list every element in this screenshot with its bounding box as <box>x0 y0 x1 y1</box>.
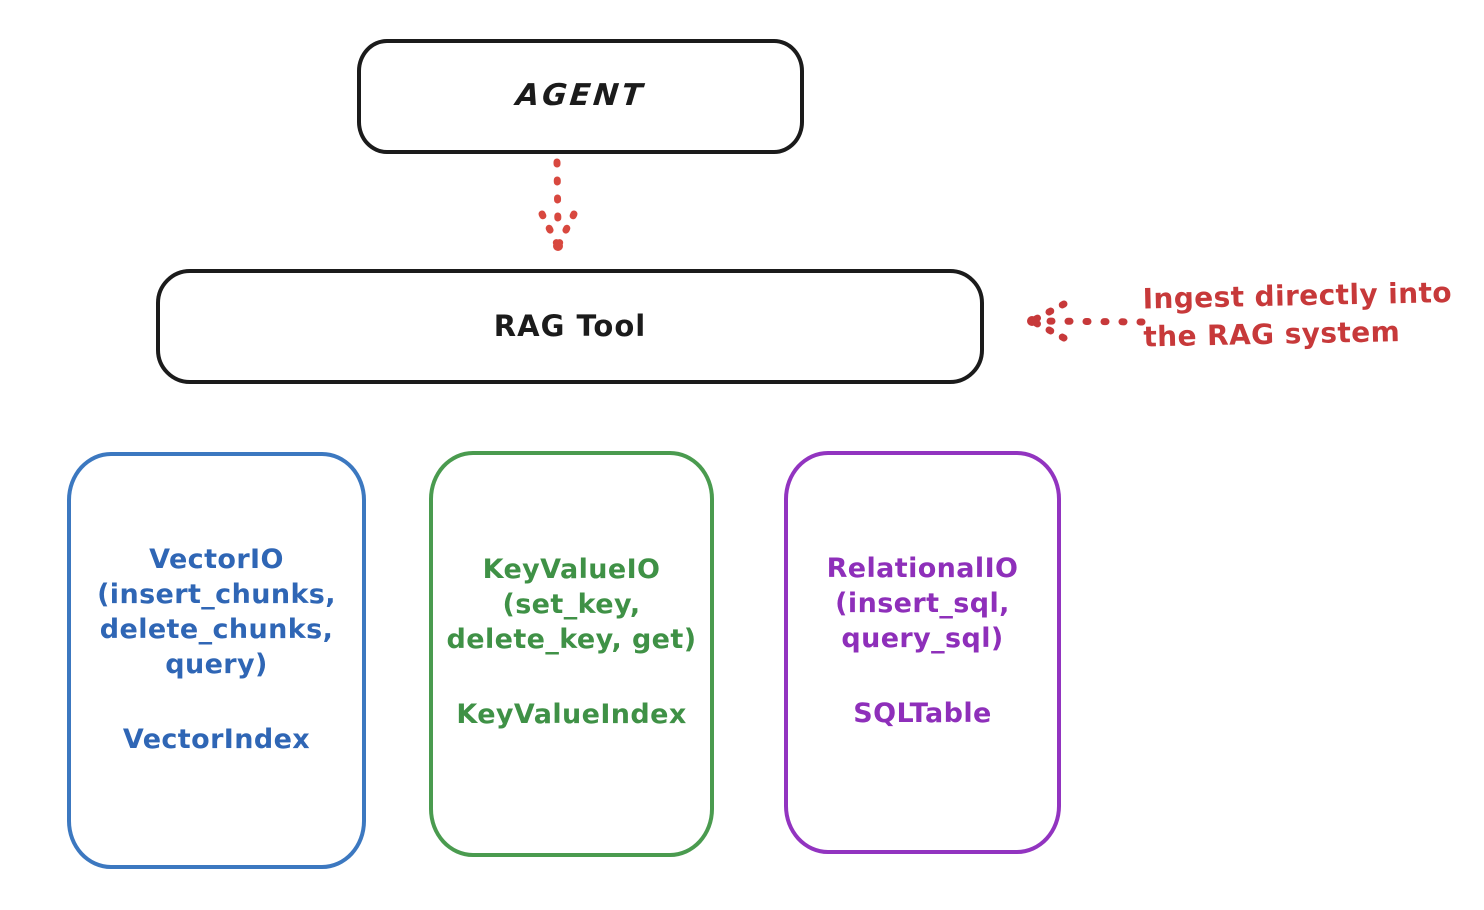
node-vector-io-index-label: VectorIndex <box>122 724 311 756</box>
node-keyvalue-io-api-label: KeyValueIO (set_key, delete_key, get) <box>446 554 697 656</box>
node-agent-label: AGENT <box>514 78 647 114</box>
connector-ingest-to-rag-tool <box>1027 300 1146 342</box>
node-keyvalue-io-index-label: KeyValueIndex <box>456 699 687 731</box>
dotted-arrow-down-icon <box>538 158 578 251</box>
connector-agent-to-rag-tool <box>538 158 578 251</box>
node-keyvalue-io[interactable]: KeyValueIO (set_key, delete_key, get) Ke… <box>429 451 714 857</box>
node-relational-io-index-label: SQLTable <box>853 698 992 730</box>
annotation-ingest-directly: Ingest directly into the RAG system <box>1142 275 1453 354</box>
node-vector-io-api-label: VectorIO (insert_chunks, delete_chunks, … <box>97 544 336 681</box>
node-rag-tool-label: RAG Tool <box>493 308 647 343</box>
node-relational-io[interactable]: RelationalIO (insert_sql, query_sql) SQL… <box>784 451 1061 854</box>
node-vector-io[interactable]: VectorIO (insert_chunks, delete_chunks, … <box>67 452 366 869</box>
dotted-arrow-left-icon <box>1027 300 1146 342</box>
node-agent[interactable]: AGENT <box>357 39 804 154</box>
node-rag-tool[interactable]: RAG Tool <box>156 269 984 384</box>
node-relational-io-api-label: RelationalIO (insert_sql, query_sql) <box>826 553 1019 655</box>
